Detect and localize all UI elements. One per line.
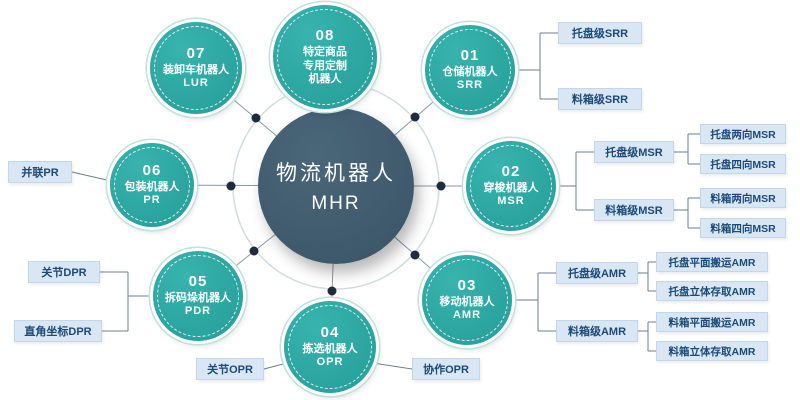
node-code: OPR bbox=[316, 356, 344, 369]
branch-dpr-articulated: 关节DPR bbox=[28, 261, 100, 283]
node-06-packaging-robot: 06 包装机器人 PR bbox=[110, 143, 194, 227]
branch-amr-tote: 料箱级AMR bbox=[556, 320, 638, 342]
node-number: 01 bbox=[460, 46, 480, 64]
branch-amr-pallet-3d: 托盘立体存取AMR bbox=[656, 281, 768, 301]
branch-opr-collaborative: 协作OPR bbox=[412, 358, 480, 380]
branch-connectors bbox=[71, 32, 700, 370]
branch-msr-pallet-4way: 托盘四向MSR bbox=[700, 154, 786, 174]
node-number: 06 bbox=[142, 161, 162, 179]
node-code: MSR bbox=[497, 195, 525, 208]
node-code: PDR bbox=[184, 305, 212, 318]
branch-amr-pallet-floor: 托盘平面搬运AMR bbox=[656, 252, 768, 272]
node-label: 包装机器人 bbox=[124, 180, 180, 193]
branch-amr-pallet: 托盘级AMR bbox=[556, 262, 638, 284]
node-label: 装卸车机器人 bbox=[163, 63, 229, 76]
node-03-mobile-robot: 03 移动机器人 AMR bbox=[422, 255, 512, 345]
branch-msr-pallet: 托盘级MSR bbox=[594, 141, 674, 163]
branch-amr-tote-floor: 料箱平面搬运AMR bbox=[656, 312, 768, 332]
node-code: SRR bbox=[456, 79, 484, 92]
center-node-mhr: 物流机器人 MHR bbox=[258, 108, 414, 264]
branch-dpr-cartesian: 直角坐标DPR bbox=[14, 320, 102, 342]
center-code: MHR bbox=[311, 193, 361, 214]
node-05-palletizing-robot: 05 拆码垛机器人 PDR bbox=[153, 251, 243, 341]
branch-srr-pallet: 托盘级SRR bbox=[558, 22, 642, 44]
node-code: PR bbox=[143, 194, 161, 207]
branch-msr-pallet-2way: 托盘两向MSR bbox=[700, 124, 786, 144]
node-label: 特定商品专用定制机器人 bbox=[303, 45, 347, 86]
branch-msr-tote-4way: 料箱四向MSR bbox=[700, 218, 786, 238]
node-label: 拣选机器人 bbox=[302, 342, 358, 355]
node-07-loading-robot: 07 装卸车机器人 LUR bbox=[150, 22, 242, 114]
node-number: 07 bbox=[186, 44, 206, 62]
node-number: 02 bbox=[501, 162, 521, 180]
center-title: 物流机器人 bbox=[276, 162, 396, 185]
node-01-storage-robot: 01 仓储机器人 SRR bbox=[425, 25, 515, 115]
junction-dots bbox=[226, 112, 446, 296]
node-08-custom-robot: 08 特定商品专用定制机器人 bbox=[273, 5, 377, 109]
node-02-shuttle-robot: 02 穿梭机器人 MSR bbox=[466, 141, 556, 231]
node-label: 仓储机器人 bbox=[442, 65, 498, 78]
node-code: AMR bbox=[452, 309, 482, 322]
branch-pr-parallel: 并联PR bbox=[8, 161, 72, 183]
node-label: 拆码垛机器人 bbox=[165, 291, 231, 304]
node-04-picking-robot: 04 拣选机器人 OPR bbox=[284, 301, 376, 393]
branch-msr-tote-2way: 料箱两向MSR bbox=[700, 188, 786, 208]
branch-opr-articulated: 关节OPR bbox=[196, 358, 264, 380]
branch-amr-tote-3d: 料箱立体存取AMR bbox=[656, 341, 768, 361]
branch-msr-tote: 料箱级MSR bbox=[594, 199, 674, 221]
node-number: 08 bbox=[315, 27, 335, 44]
node-label: 移动机器人 bbox=[439, 295, 495, 308]
node-number: 03 bbox=[457, 276, 477, 294]
node-code: LUR bbox=[183, 77, 209, 90]
node-number: 04 bbox=[320, 323, 340, 341]
node-label: 穿梭机器人 bbox=[483, 181, 539, 194]
node-number: 05 bbox=[188, 272, 208, 290]
branch-srr-tote: 料箱级SRR bbox=[558, 88, 642, 110]
